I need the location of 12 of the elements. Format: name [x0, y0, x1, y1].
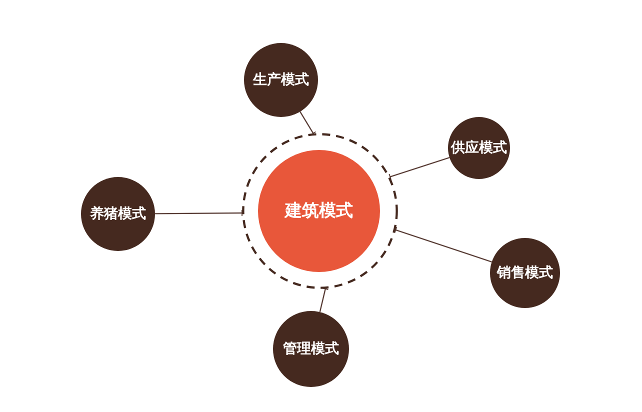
circle-node: 生产模式 — [244, 43, 318, 117]
connector-line — [394, 226, 492, 262]
center-circle: 建筑模式 — [258, 150, 380, 272]
connector-line — [300, 111, 316, 136]
connector-line — [155, 210, 242, 216]
circle-node: 养猪模式 — [81, 177, 155, 251]
connector-line — [388, 157, 450, 180]
circle-node: 供应模式 — [448, 117, 510, 179]
circle-node: 销售模式 — [490, 238, 560, 308]
dashed-ring — [242, 133, 398, 289]
connector-line — [319, 288, 329, 312]
circle-node: 管理模式 — [273, 311, 349, 387]
